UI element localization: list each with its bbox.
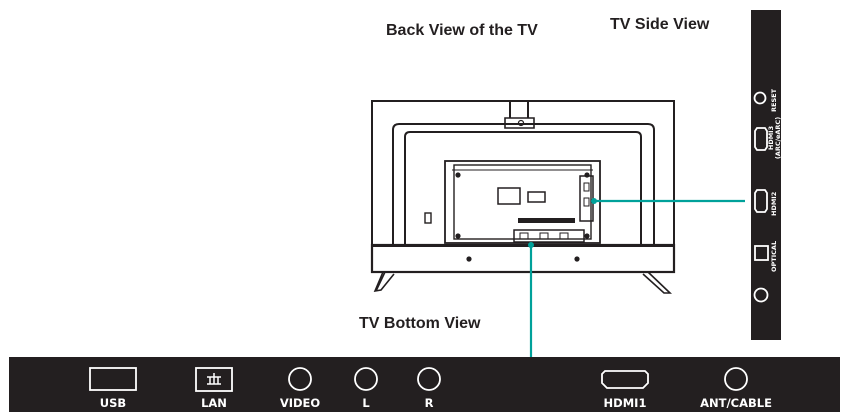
tv-right-foot	[642, 271, 672, 294]
audio-left-jack-icon	[354, 367, 378, 391]
bottom-view-title: TV Bottom View	[359, 315, 481, 332]
side-label-hdmi3: HDMI3(ARC/eARC)	[767, 113, 782, 163]
side-ports	[753, 91, 769, 303]
coax-jack-icon	[724, 367, 748, 391]
bottom-ports	[89, 367, 748, 392]
optical-port-icon	[754, 245, 769, 261]
hdmi-port-icon	[754, 189, 768, 213]
usb-port-icon	[89, 367, 137, 391]
back-view-title: Back View of the TV	[386, 22, 538, 39]
tv-back-drawing	[370, 100, 676, 294]
side-label-optical: OPTICAL	[770, 240, 778, 272]
leader-lines	[528, 198, 745, 357]
headphone-jack-icon	[753, 287, 769, 303]
side-label-hdmi2: HDMI2	[770, 191, 778, 216]
bottom-panel	[9, 357, 840, 412]
lan-port-icon	[195, 367, 233, 392]
side-label-reset: RESET	[770, 88, 778, 112]
side-label-hdmi3-text: HDMI3(ARC/eARC)	[767, 116, 782, 160]
audio-right-jack-icon	[417, 367, 441, 391]
port-label-usb: USB	[99, 396, 127, 410]
port-label-audio-left: L	[362, 396, 370, 410]
port-label-audio-right: R	[424, 396, 434, 410]
tv-left-foot	[373, 271, 398, 293]
port-label-hdmi1: HDMI1	[603, 396, 647, 410]
side-panel	[751, 10, 781, 340]
hdmi-port-icon	[601, 370, 649, 389]
port-label-lan: LAN	[201, 396, 227, 410]
port-label-ant-cable: ANT/CABLE	[700, 396, 772, 410]
video-jack-icon	[288, 367, 312, 391]
tv-bottom-bar	[370, 243, 676, 274]
hdmi-port-icon	[754, 127, 768, 151]
reset-button-icon	[753, 91, 767, 105]
side-view-title: TV Side View	[610, 16, 710, 33]
port-label-video: VIDEO	[279, 396, 321, 410]
